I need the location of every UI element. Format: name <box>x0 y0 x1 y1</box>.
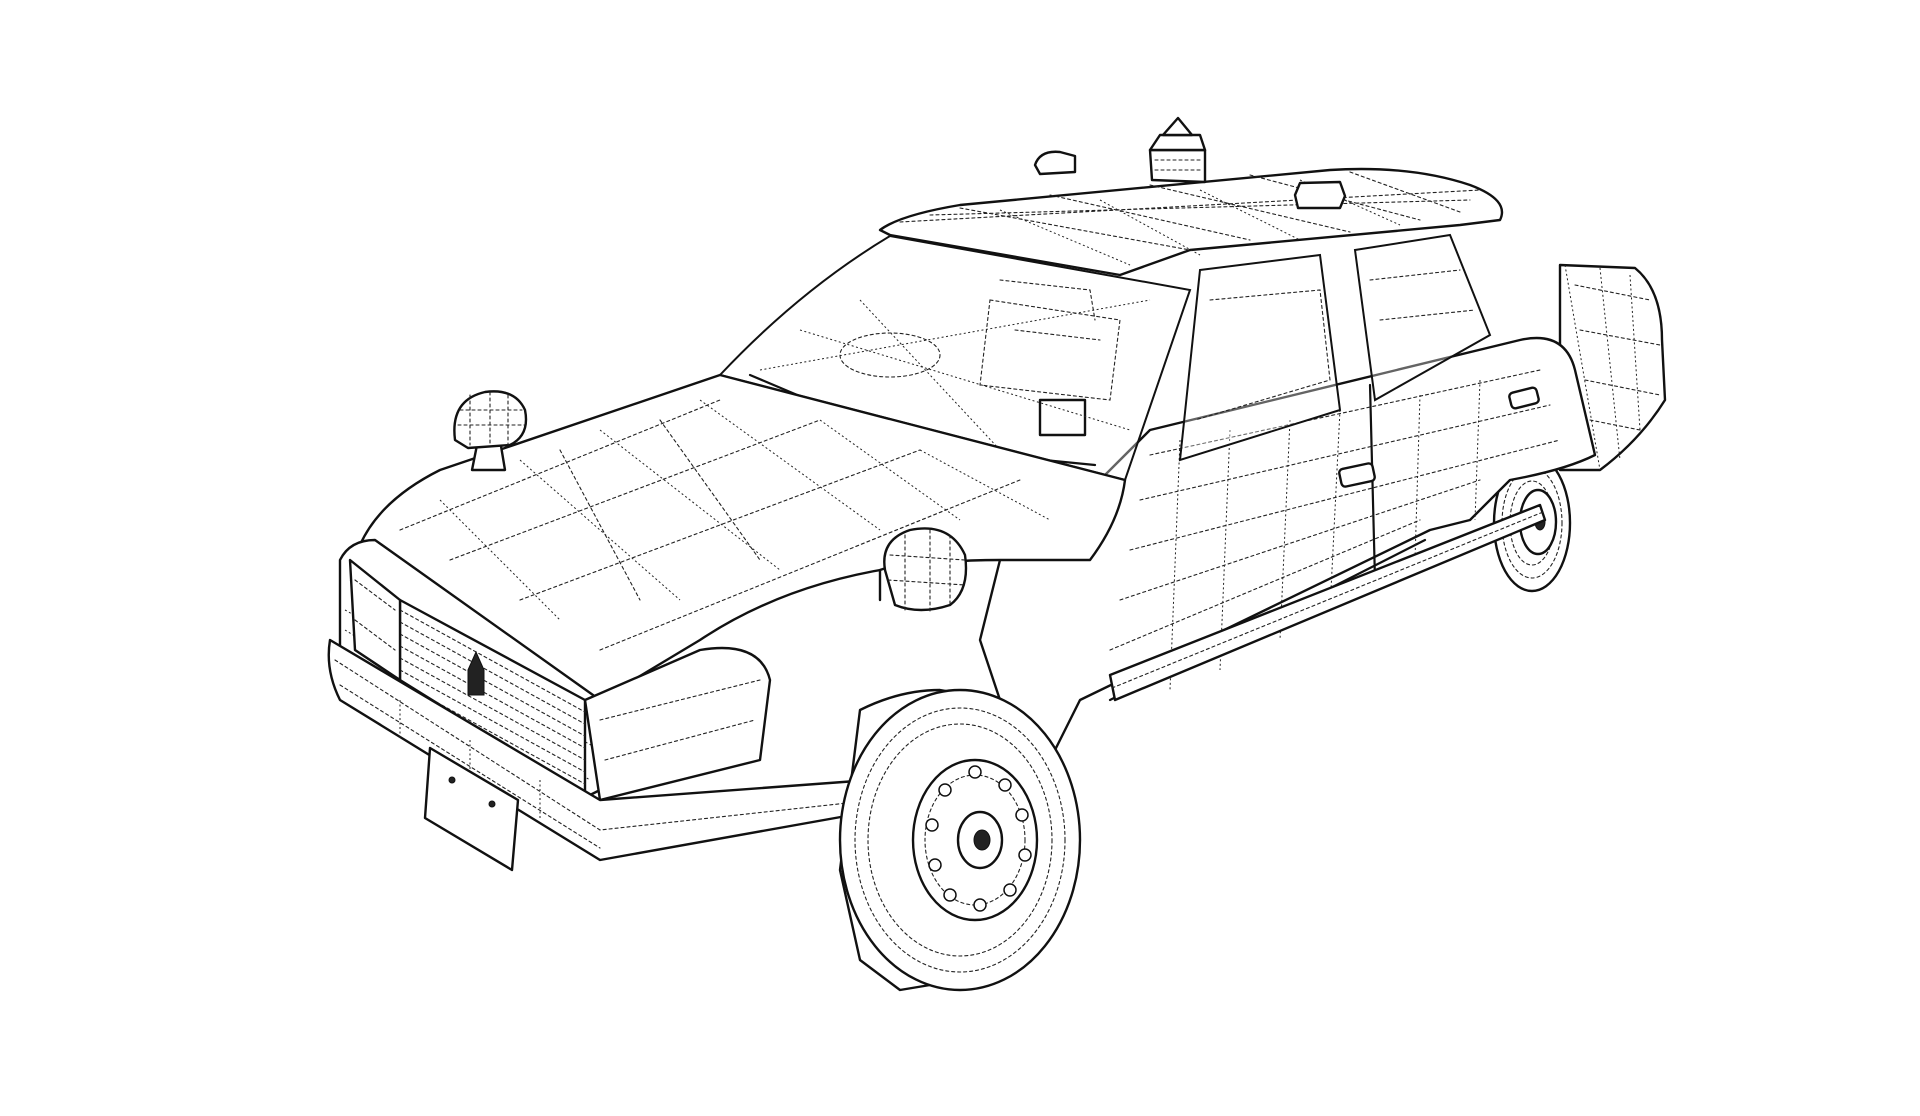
windshield <box>718 234 1192 482</box>
front-side-window <box>1178 253 1342 462</box>
roof-marker-rear <box>1293 180 1347 210</box>
side-molding <box>1108 503 1547 702</box>
cabin-roof <box>878 167 1504 277</box>
headlight-right <box>583 646 772 802</box>
front-wheel-holes <box>925 765 1032 912</box>
rear-side-window <box>1353 233 1492 402</box>
fender-mirror-left <box>453 390 528 472</box>
front-wheel <box>838 688 1082 992</box>
fender-mirror-right <box>878 527 968 613</box>
license-plate <box>423 746 520 872</box>
rear-door-handle <box>1508 386 1540 410</box>
headlight-left <box>348 558 402 682</box>
roof-marker-front <box>1033 150 1077 176</box>
taxi-roof-sign <box>1148 116 1207 184</box>
front-door-handle <box>1338 462 1376 488</box>
